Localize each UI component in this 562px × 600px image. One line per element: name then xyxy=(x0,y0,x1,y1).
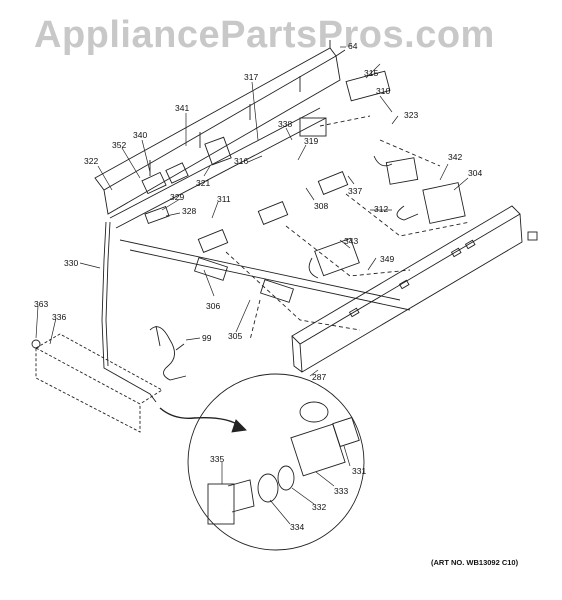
part-label-352: 352 xyxy=(112,140,126,150)
part-label-323: 323 xyxy=(404,110,418,120)
part-label-335: 335 xyxy=(210,454,224,464)
part-label-316: 316 xyxy=(234,156,248,166)
part-label-340: 340 xyxy=(133,130,147,140)
part-label-342: 342 xyxy=(448,152,462,162)
part-label-310: 310 xyxy=(376,86,390,96)
part-label-312: 312 xyxy=(374,204,388,214)
part-label-315: 315 xyxy=(364,68,378,78)
part-label-329: 329 xyxy=(170,192,184,202)
part-label-349: 349 xyxy=(380,254,394,264)
part-label-319: 319 xyxy=(304,136,318,146)
part-labels: 64 315 317 341 310 323 338 340 352 319 3… xyxy=(34,41,482,532)
part-label-287: 287 xyxy=(312,372,326,382)
part-label-305: 305 xyxy=(228,331,242,341)
art-number: (ART NO. WB13092 C10) xyxy=(431,558,519,567)
part-label-336: 336 xyxy=(52,312,66,322)
part-label-341: 341 xyxy=(175,103,189,113)
part-label-99: 99 xyxy=(202,333,212,343)
part-label-333: 333 xyxy=(334,486,348,496)
part-label-304: 304 xyxy=(468,168,482,178)
part-label-363: 363 xyxy=(34,299,48,309)
part-label-311: 311 xyxy=(217,194,231,204)
part-label-317: 317 xyxy=(244,72,258,82)
part-label-321: 321 xyxy=(196,178,210,188)
part-label-308: 308 xyxy=(314,201,328,211)
part-label-337: 337 xyxy=(348,186,362,196)
part-label-330: 330 xyxy=(64,258,78,268)
part-label-64: 64 xyxy=(348,41,358,51)
part-label-338: 338 xyxy=(278,119,292,129)
part-label-328: 328 xyxy=(182,206,196,216)
part-label-331: 331 xyxy=(352,466,366,476)
part-label-343: 343 xyxy=(344,236,358,246)
watermark: AppliancePartsPros.com xyxy=(34,14,495,56)
part-label-322: 322 xyxy=(84,156,98,166)
part-label-334: 334 xyxy=(290,522,304,532)
part-label-332: 332 xyxy=(312,502,326,512)
part-label-306: 306 xyxy=(206,301,220,311)
